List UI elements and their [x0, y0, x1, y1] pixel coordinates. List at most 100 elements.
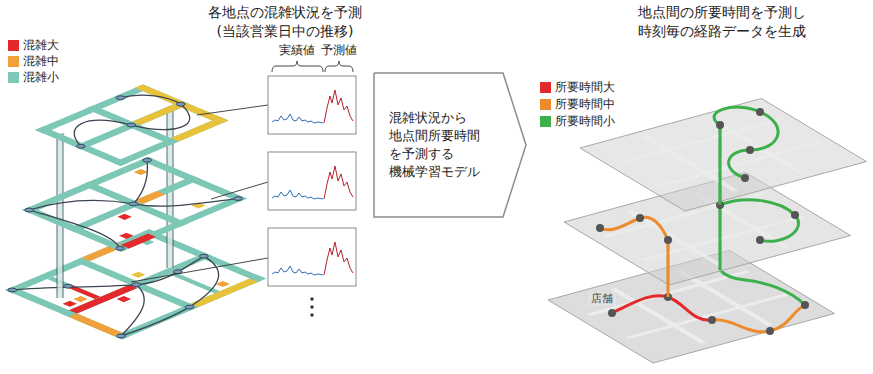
legend-item: 混雑小 — [8, 70, 59, 84]
walk-route — [43, 88, 209, 158]
route-point — [716, 121, 724, 129]
point-marker — [115, 333, 128, 338]
point-marker — [23, 158, 244, 251]
point-marker — [183, 304, 196, 309]
street — [74, 101, 190, 150]
street — [22, 207, 129, 252]
leader-line — [131, 258, 268, 282]
point-marker — [23, 207, 36, 212]
trend-chart — [268, 76, 356, 134]
street — [35, 127, 129, 167]
walk-route — [29, 160, 238, 248]
trend-chart — [268, 228, 356, 286]
floor-grid — [619, 118, 782, 164]
heading-text: (当該営業日中の推移) — [217, 23, 354, 41]
route-point — [608, 293, 809, 335]
route-point — [756, 236, 764, 244]
street — [170, 272, 220, 293]
street — [141, 229, 266, 282]
heading-text: 地点間の所要時間を予測し — [638, 4, 806, 22]
legend-swatch — [8, 72, 19, 83]
floor-map — [35, 84, 229, 166]
legend-swatch — [8, 56, 19, 67]
shop-block — [216, 281, 230, 287]
route-point — [608, 309, 616, 317]
floor-grid — [642, 215, 805, 261]
walk-route — [12, 233, 259, 337]
leader-line — [131, 105, 268, 282]
route-mid — [600, 217, 668, 240]
congestion-mid — [69, 314, 122, 336]
brace — [325, 61, 353, 72]
shop-block — [119, 233, 133, 239]
leader-line — [197, 105, 268, 115]
route-mid — [667, 240, 670, 297]
floor-grid — [658, 141, 821, 187]
floor-grid — [642, 136, 739, 192]
point-marker — [6, 230, 263, 339]
route-mid — [667, 240, 670, 285]
floor-grid — [598, 106, 849, 204]
point-marker — [175, 102, 188, 107]
legend-text: 混雑中 — [23, 54, 59, 68]
street — [67, 176, 201, 233]
route-point — [746, 146, 754, 154]
floor-plane — [580, 99, 867, 212]
series-label: 予測値 — [321, 43, 357, 58]
legend-text: 混雑大 — [23, 38, 59, 52]
point-marker — [6, 287, 19, 292]
route-mid — [712, 305, 805, 332]
legend-item: 混雑大 — [8, 38, 59, 52]
route-point — [791, 211, 799, 219]
legend-swatch — [540, 82, 551, 93]
legend-swatch — [540, 99, 551, 110]
point-marker — [114, 95, 127, 100]
ellipsis-dot — [310, 313, 313, 316]
floor-grid — [708, 118, 805, 174]
leader-line — [211, 182, 268, 199]
point-marker — [130, 282, 143, 287]
place-label: 店舗 — [588, 292, 616, 306]
point-marker — [127, 201, 140, 206]
legend-swatch — [540, 116, 551, 127]
legend-text: 混雑小 — [23, 70, 59, 84]
floor-link — [57, 133, 58, 298]
route-short — [719, 125, 722, 205]
street — [5, 229, 266, 339]
route-short — [720, 200, 798, 241]
node-body: 混雑状況から 地点間所要時間 を予測する 機械学習モデル — [389, 109, 493, 182]
legend-text: 所要時間大 — [555, 80, 615, 94]
legend-item: 混雑中 — [8, 54, 59, 68]
legend-text: 所要時間小 — [555, 114, 615, 128]
route-point — [741, 174, 749, 182]
heading-text: 各地点の混雑状況を予測 — [208, 4, 362, 22]
shop-block — [63, 301, 77, 307]
legend-text: 所要時間中 — [555, 97, 615, 111]
floor-link — [57, 133, 63, 298]
shop-block — [73, 296, 87, 302]
route-point — [756, 108, 764, 116]
route-point — [801, 301, 809, 309]
legend-swatch — [8, 40, 19, 51]
arrow-outline — [373, 72, 527, 218]
arrow-outline — [374, 73, 526, 217]
route-short — [719, 125, 722, 270]
street — [35, 84, 229, 166]
street — [61, 253, 213, 317]
route-short — [720, 270, 805, 305]
route-point — [716, 108, 764, 182]
point-marker — [232, 196, 245, 201]
node-text: 混雑状況から 地点間所要時間 を予測する 機械学習モデル — [389, 109, 493, 182]
route-long — [612, 296, 712, 320]
ellipsis-dot — [310, 305, 313, 308]
floor-map — [22, 157, 247, 252]
brace — [272, 61, 323, 72]
route-point — [596, 224, 604, 232]
shop-block — [131, 272, 145, 278]
point-marker — [37, 86, 187, 149]
floor-map — [5, 229, 266, 339]
street — [114, 275, 266, 339]
point-marker — [198, 254, 211, 259]
floor-link — [63, 133, 64, 298]
